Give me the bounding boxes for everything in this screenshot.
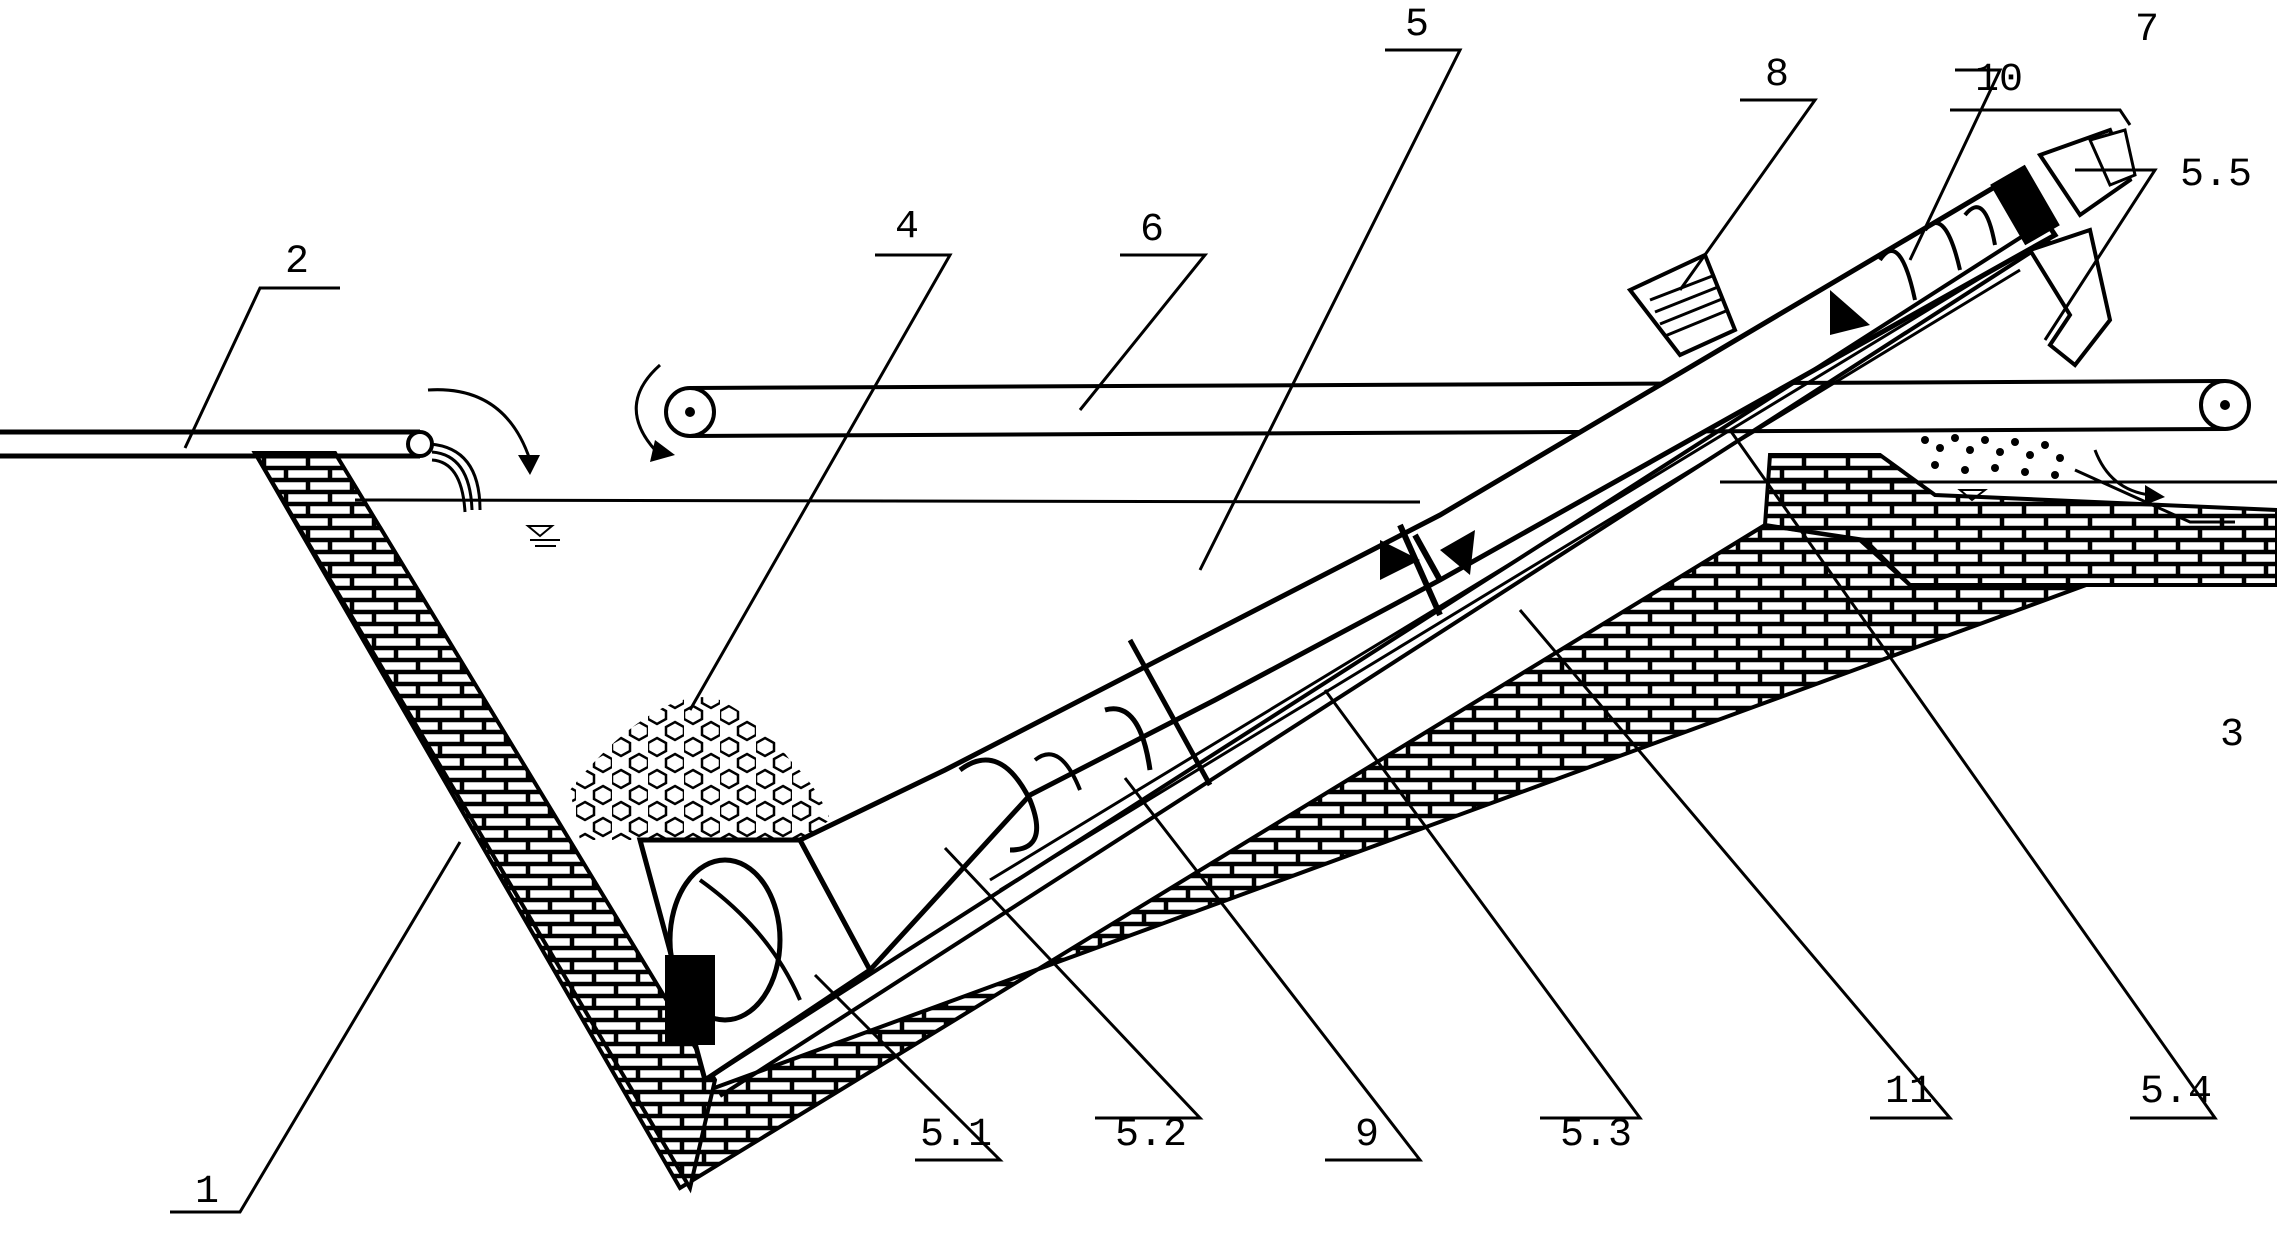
label-4: 4 bbox=[895, 205, 919, 250]
feed-hopper bbox=[1626, 252, 1738, 358]
label-2: 2 bbox=[285, 240, 309, 285]
label-10: 10 bbox=[1975, 58, 2023, 103]
sand-pile bbox=[570, 697, 830, 840]
label-5: 5 bbox=[1405, 3, 1429, 48]
label-3: 3 bbox=[2220, 713, 2244, 758]
label-5-5: 5.5 bbox=[2180, 153, 2252, 198]
label-5-3: 5.3 bbox=[1560, 1113, 1632, 1158]
conveyor-belt bbox=[634, 363, 2251, 462]
inflow-pipe bbox=[0, 388, 540, 513]
brick-pit bbox=[251, 451, 2277, 1194]
label-5-1: 5.1 bbox=[920, 1113, 992, 1158]
label-5-2: 5.2 bbox=[1115, 1113, 1187, 1158]
label-11: 11 bbox=[1885, 1070, 1933, 1115]
screw-separator bbox=[636, 164, 2060, 1098]
label-8: 8 bbox=[1765, 53, 1789, 98]
discharged-sand bbox=[1921, 434, 2165, 505]
motor bbox=[2036, 127, 2137, 218]
label-5-4: 5.4 bbox=[2140, 1070, 2212, 1115]
label-9: 9 bbox=[1355, 1113, 1379, 1158]
outlet-chute bbox=[2026, 227, 2113, 368]
leader-lines bbox=[170, 48, 2235, 1214]
label-7: 7 bbox=[2135, 8, 2159, 53]
callout-labels: 2 1 3 4 5 5.1 5.2 5.3 5.4 5.5 6 7 8 9 10… bbox=[195, 3, 2252, 1215]
water-surface bbox=[354, 480, 2277, 547]
label-6: 6 bbox=[1140, 208, 1164, 253]
label-1: 1 bbox=[195, 1170, 219, 1215]
